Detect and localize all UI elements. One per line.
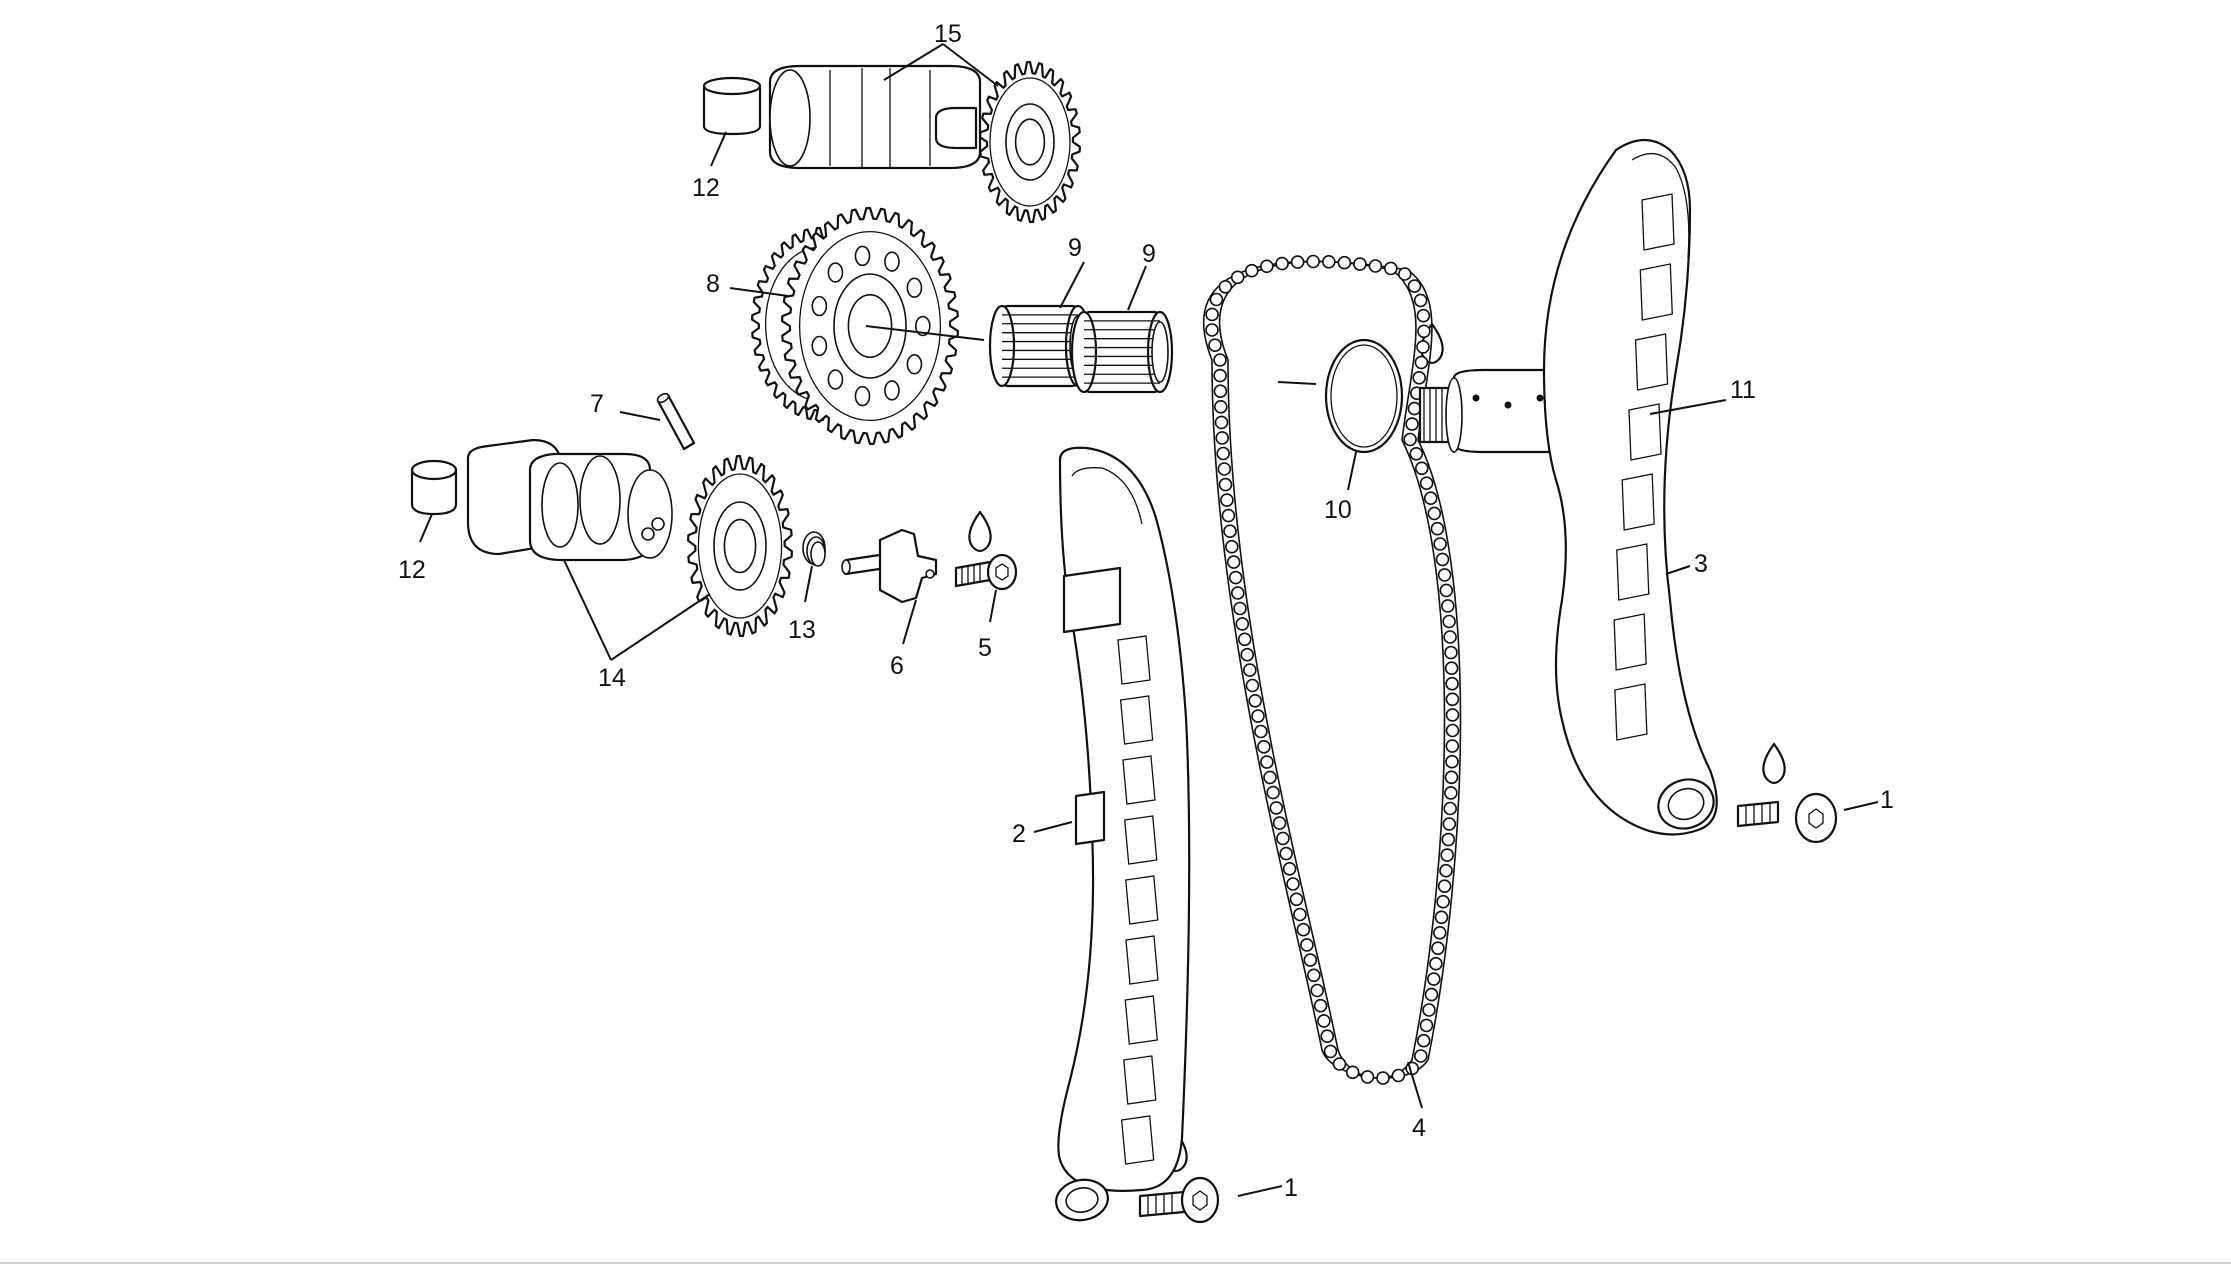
part-12-top-cap — [702, 76, 762, 136]
part-14-gear — [687, 454, 793, 638]
callout-5: 5 — [978, 634, 992, 662]
part-4-timing-chain — [1202, 254, 1462, 1085]
callout-7: 7 — [590, 390, 604, 418]
part-3-tensioner-rail — [1542, 138, 1718, 836]
part-2-chain-guide — [1055, 446, 1191, 1222]
part-5-screw — [954, 553, 1018, 591]
part-1-bolt-right — [1736, 792, 1838, 844]
oil-drop-icon — [968, 510, 992, 553]
part-7-pin — [656, 392, 696, 451]
callout-3: 3 — [1694, 550, 1708, 578]
callout-14: 14 — [598, 664, 626, 692]
part-8-double-sprocket — [751, 206, 959, 446]
callout-2: 2 — [1012, 820, 1026, 848]
callout-9: 9 — [1068, 234, 1082, 262]
bottom-divider — [0, 1262, 2231, 1264]
part-15-upper-camshaft — [768, 60, 1081, 224]
callout-4: 4 — [1412, 1114, 1426, 1142]
leader-lines — [419, 43, 1879, 1197]
callout-13: 13 — [788, 616, 816, 644]
oil-drop-icon — [1762, 742, 1786, 785]
callout-1: 1 — [1284, 1174, 1298, 1202]
callout-11: 11 — [1730, 376, 1756, 404]
part-10-o-ring — [1324, 338, 1404, 454]
callout-15: 15 — [934, 20, 962, 48]
part-15-gear — [979, 60, 1081, 224]
part-3-guide-slots — [1613, 193, 1675, 741]
part-2-guide-slots — [1117, 635, 1159, 1165]
part-9-needle-bearing-right — [1070, 310, 1174, 394]
callout-9: 9 — [1142, 240, 1156, 268]
callout-12: 12 — [398, 556, 426, 584]
part-12-lower-cap — [410, 459, 458, 516]
part-1-bolt-bottom — [1138, 1176, 1220, 1224]
callout-8: 8 — [706, 270, 720, 298]
callout-1: 1 — [1880, 786, 1894, 814]
part-6-tensioner-piston — [841, 528, 938, 604]
part-9-needle-bearings — [988, 304, 1174, 394]
callout-10: 10 — [1324, 496, 1352, 524]
callout-6: 6 — [890, 652, 904, 680]
part-13-spring — [802, 531, 826, 567]
part-14-lower-camshaft — [466, 438, 793, 638]
callout-labels: 15 12 8 9 9 7 12 13 6 5 14 2 1 10 11 3 4… — [398, 20, 1894, 1202]
callout-12: 12 — [692, 174, 720, 202]
